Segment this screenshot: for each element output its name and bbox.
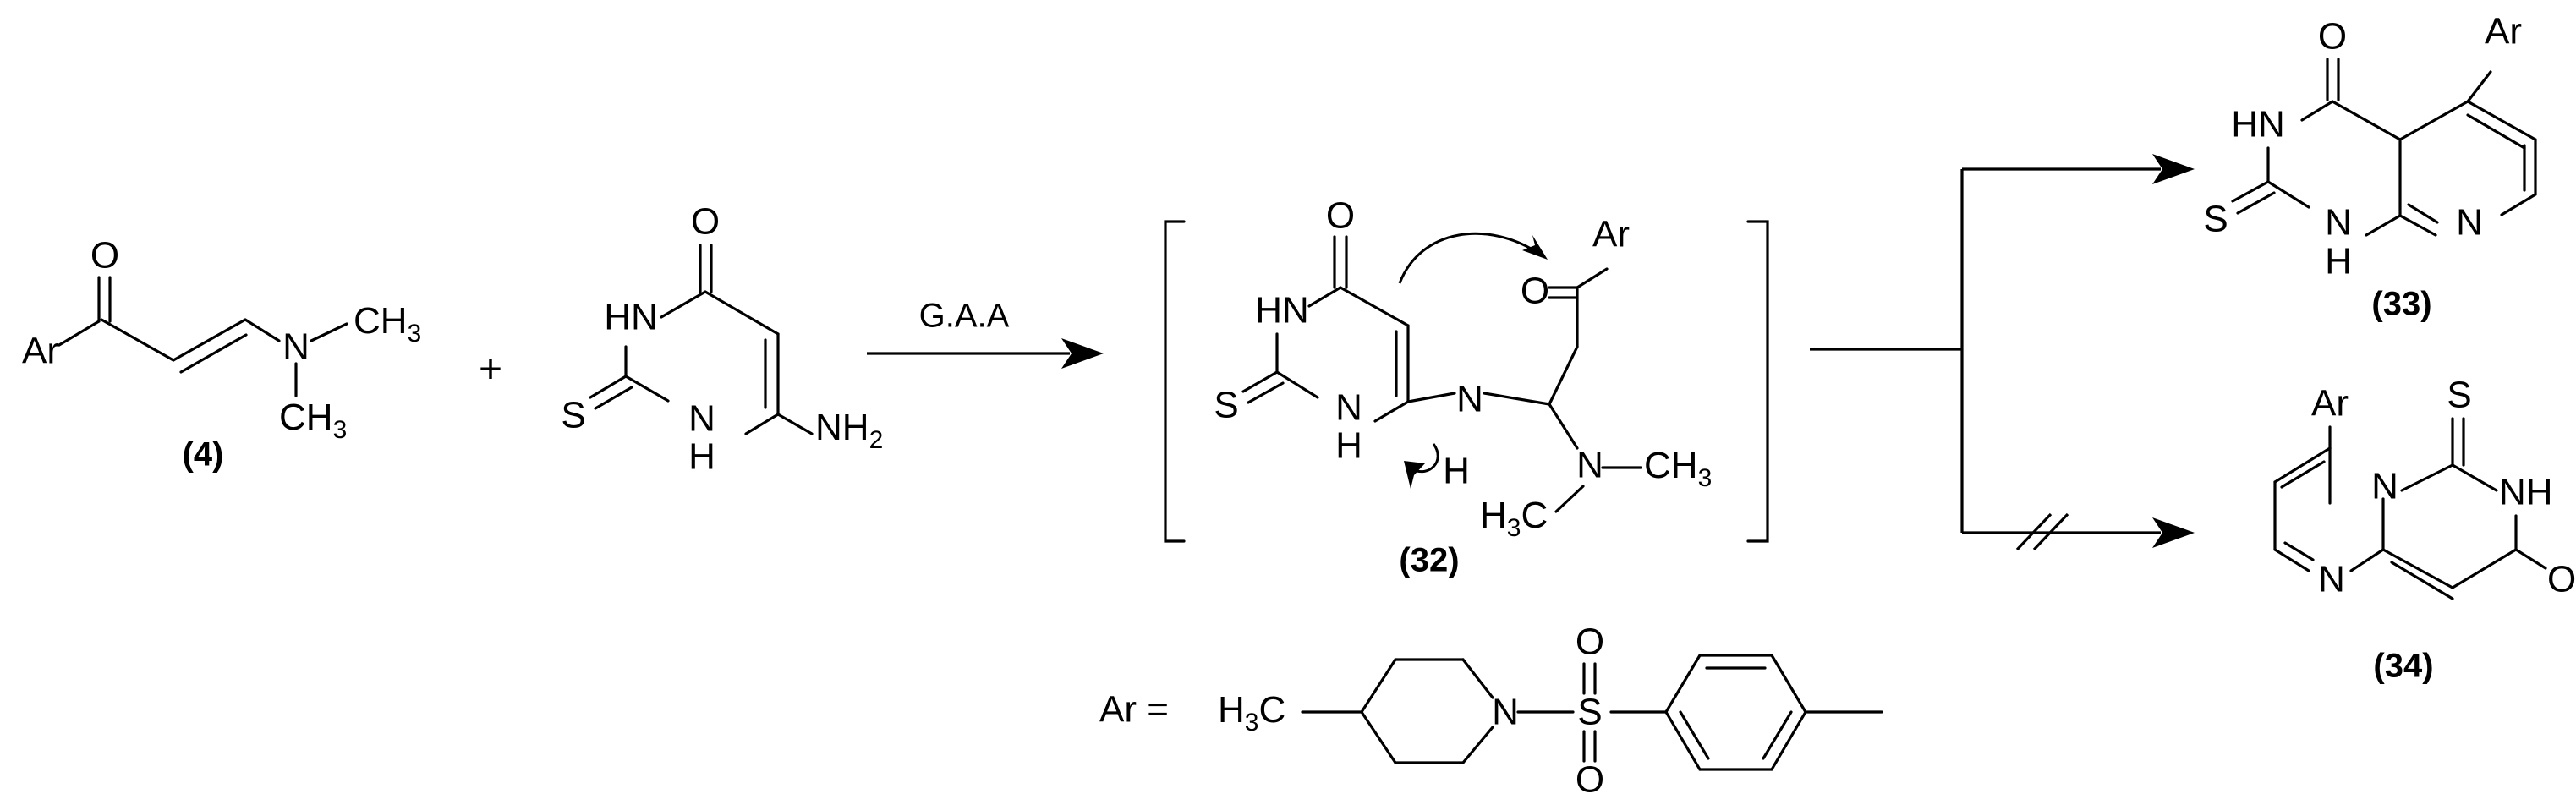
plus-sign: + <box>479 348 502 392</box>
thiouracil-sulfur: S <box>561 395 585 436</box>
product33-n1: N <box>2325 202 2352 244</box>
intermediate-oxygen-2: O <box>1521 271 1549 312</box>
ar-definition-sulfonyl-oxygen-2: O <box>1576 759 1604 801</box>
intermediate-dimethylamino-n: N <box>1576 445 1603 486</box>
branch-arrows <box>1810 154 2195 551</box>
product33-pyridine-n: N <box>2456 202 2483 244</box>
thiouracil-n1: N <box>688 398 715 440</box>
product33-aryl-label: Ar <box>2485 11 2522 52</box>
product33-n1-hydrogen: H <box>2325 241 2352 282</box>
intermediate-sulfur: S <box>1214 385 1238 426</box>
product34-aryl-label: Ar <box>2311 383 2349 424</box>
intermediate-32-structure: O HN S N H N H O Ar N CH3 H3C <box>1214 195 1712 542</box>
aryl-definition: Ar = H3C N S O O <box>1099 622 1883 801</box>
compound-label-32: (32) <box>1399 542 1459 579</box>
product34-pyrimidine-n: N <box>2318 559 2345 600</box>
reaction-condition: G.A.A <box>919 298 1010 335</box>
product33-oxygen: O <box>2318 16 2347 58</box>
product-34-structure: Ar S N NH N O <box>2273 375 2576 600</box>
product34-oxygen: O <box>2547 559 2576 600</box>
intermediate-aryl-label: Ar <box>1592 214 1630 255</box>
product-33-structure: O Ar HN S N H N <box>2203 11 2537 282</box>
enaminone-nitrogen: N <box>282 326 310 368</box>
compound-label-4: (4) <box>183 436 224 474</box>
ar-definition-prefix: Ar = <box>1099 689 1169 731</box>
compound-label-33: (33) <box>2371 286 2431 323</box>
thiouracil-structure: O HN S N H NH2 <box>561 201 883 478</box>
intermediate-n3h: HN <box>1255 290 1309 331</box>
ar-definition-sulfur: S <box>1577 692 1602 733</box>
enaminone-methyl-2: CH3 <box>279 397 347 444</box>
compound-4-structure: O Ar N CH3 CH3 <box>22 235 421 444</box>
intermediate-oxygen-1: O <box>1326 195 1355 237</box>
intermediate-nh-hydrogen: H <box>1443 451 1470 492</box>
intermediate-methyl-2: H3C <box>1480 495 1548 542</box>
product33-n3h: HN <box>2231 104 2285 145</box>
intermediate-n1-hydrogen: H <box>1335 425 1362 467</box>
enaminone-oxygen: O <box>90 235 119 277</box>
ar-definition-sulfonyl-oxygen-1: O <box>1576 622 1604 663</box>
product33-sulfur: S <box>2203 199 2228 240</box>
ar-definition-methyl: H3C <box>1218 689 1285 737</box>
enaminone-methyl-1: CH3 <box>354 300 421 348</box>
ar-definition-piperidine-n: N <box>1492 692 1519 733</box>
intermediate-brackets <box>1164 220 1769 543</box>
product34-sulfur: S <box>2447 375 2471 416</box>
thiouracil-n3h: HN <box>604 297 658 338</box>
enaminone-aryl-label: Ar <box>22 331 59 372</box>
reaction-arrow <box>867 338 1104 369</box>
intermediate-methyl-1: CH3 <box>1644 445 1712 492</box>
intermediate-n1: N <box>1335 387 1362 429</box>
product34-nh: NH <box>2499 472 2553 513</box>
compound-label-34: (34) <box>2373 648 2433 685</box>
thiouracil-n1-hydrogen: H <box>688 436 715 478</box>
product34-bridgehead-n: N <box>2371 466 2398 507</box>
intermediate-nh: N <box>1456 379 1483 420</box>
thiouracil-oxygen: O <box>691 201 720 243</box>
thiouracil-amino: NH2 <box>815 407 883 454</box>
